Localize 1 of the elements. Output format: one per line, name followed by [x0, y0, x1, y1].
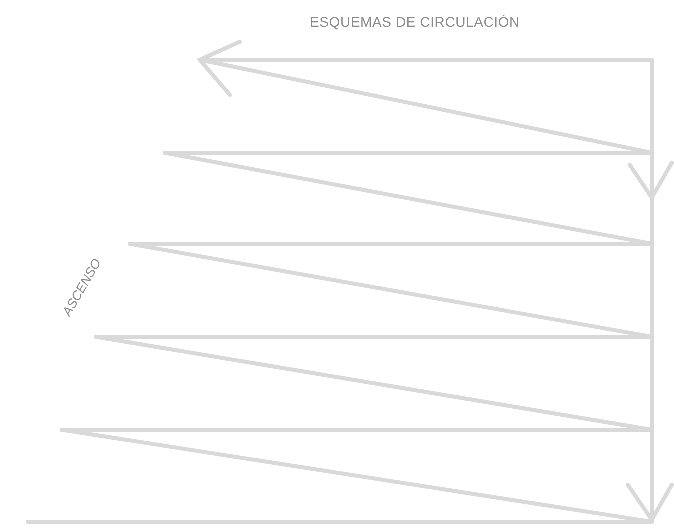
diagram-title: ESQUEMAS DE CIRCULACIÓN — [310, 14, 520, 30]
